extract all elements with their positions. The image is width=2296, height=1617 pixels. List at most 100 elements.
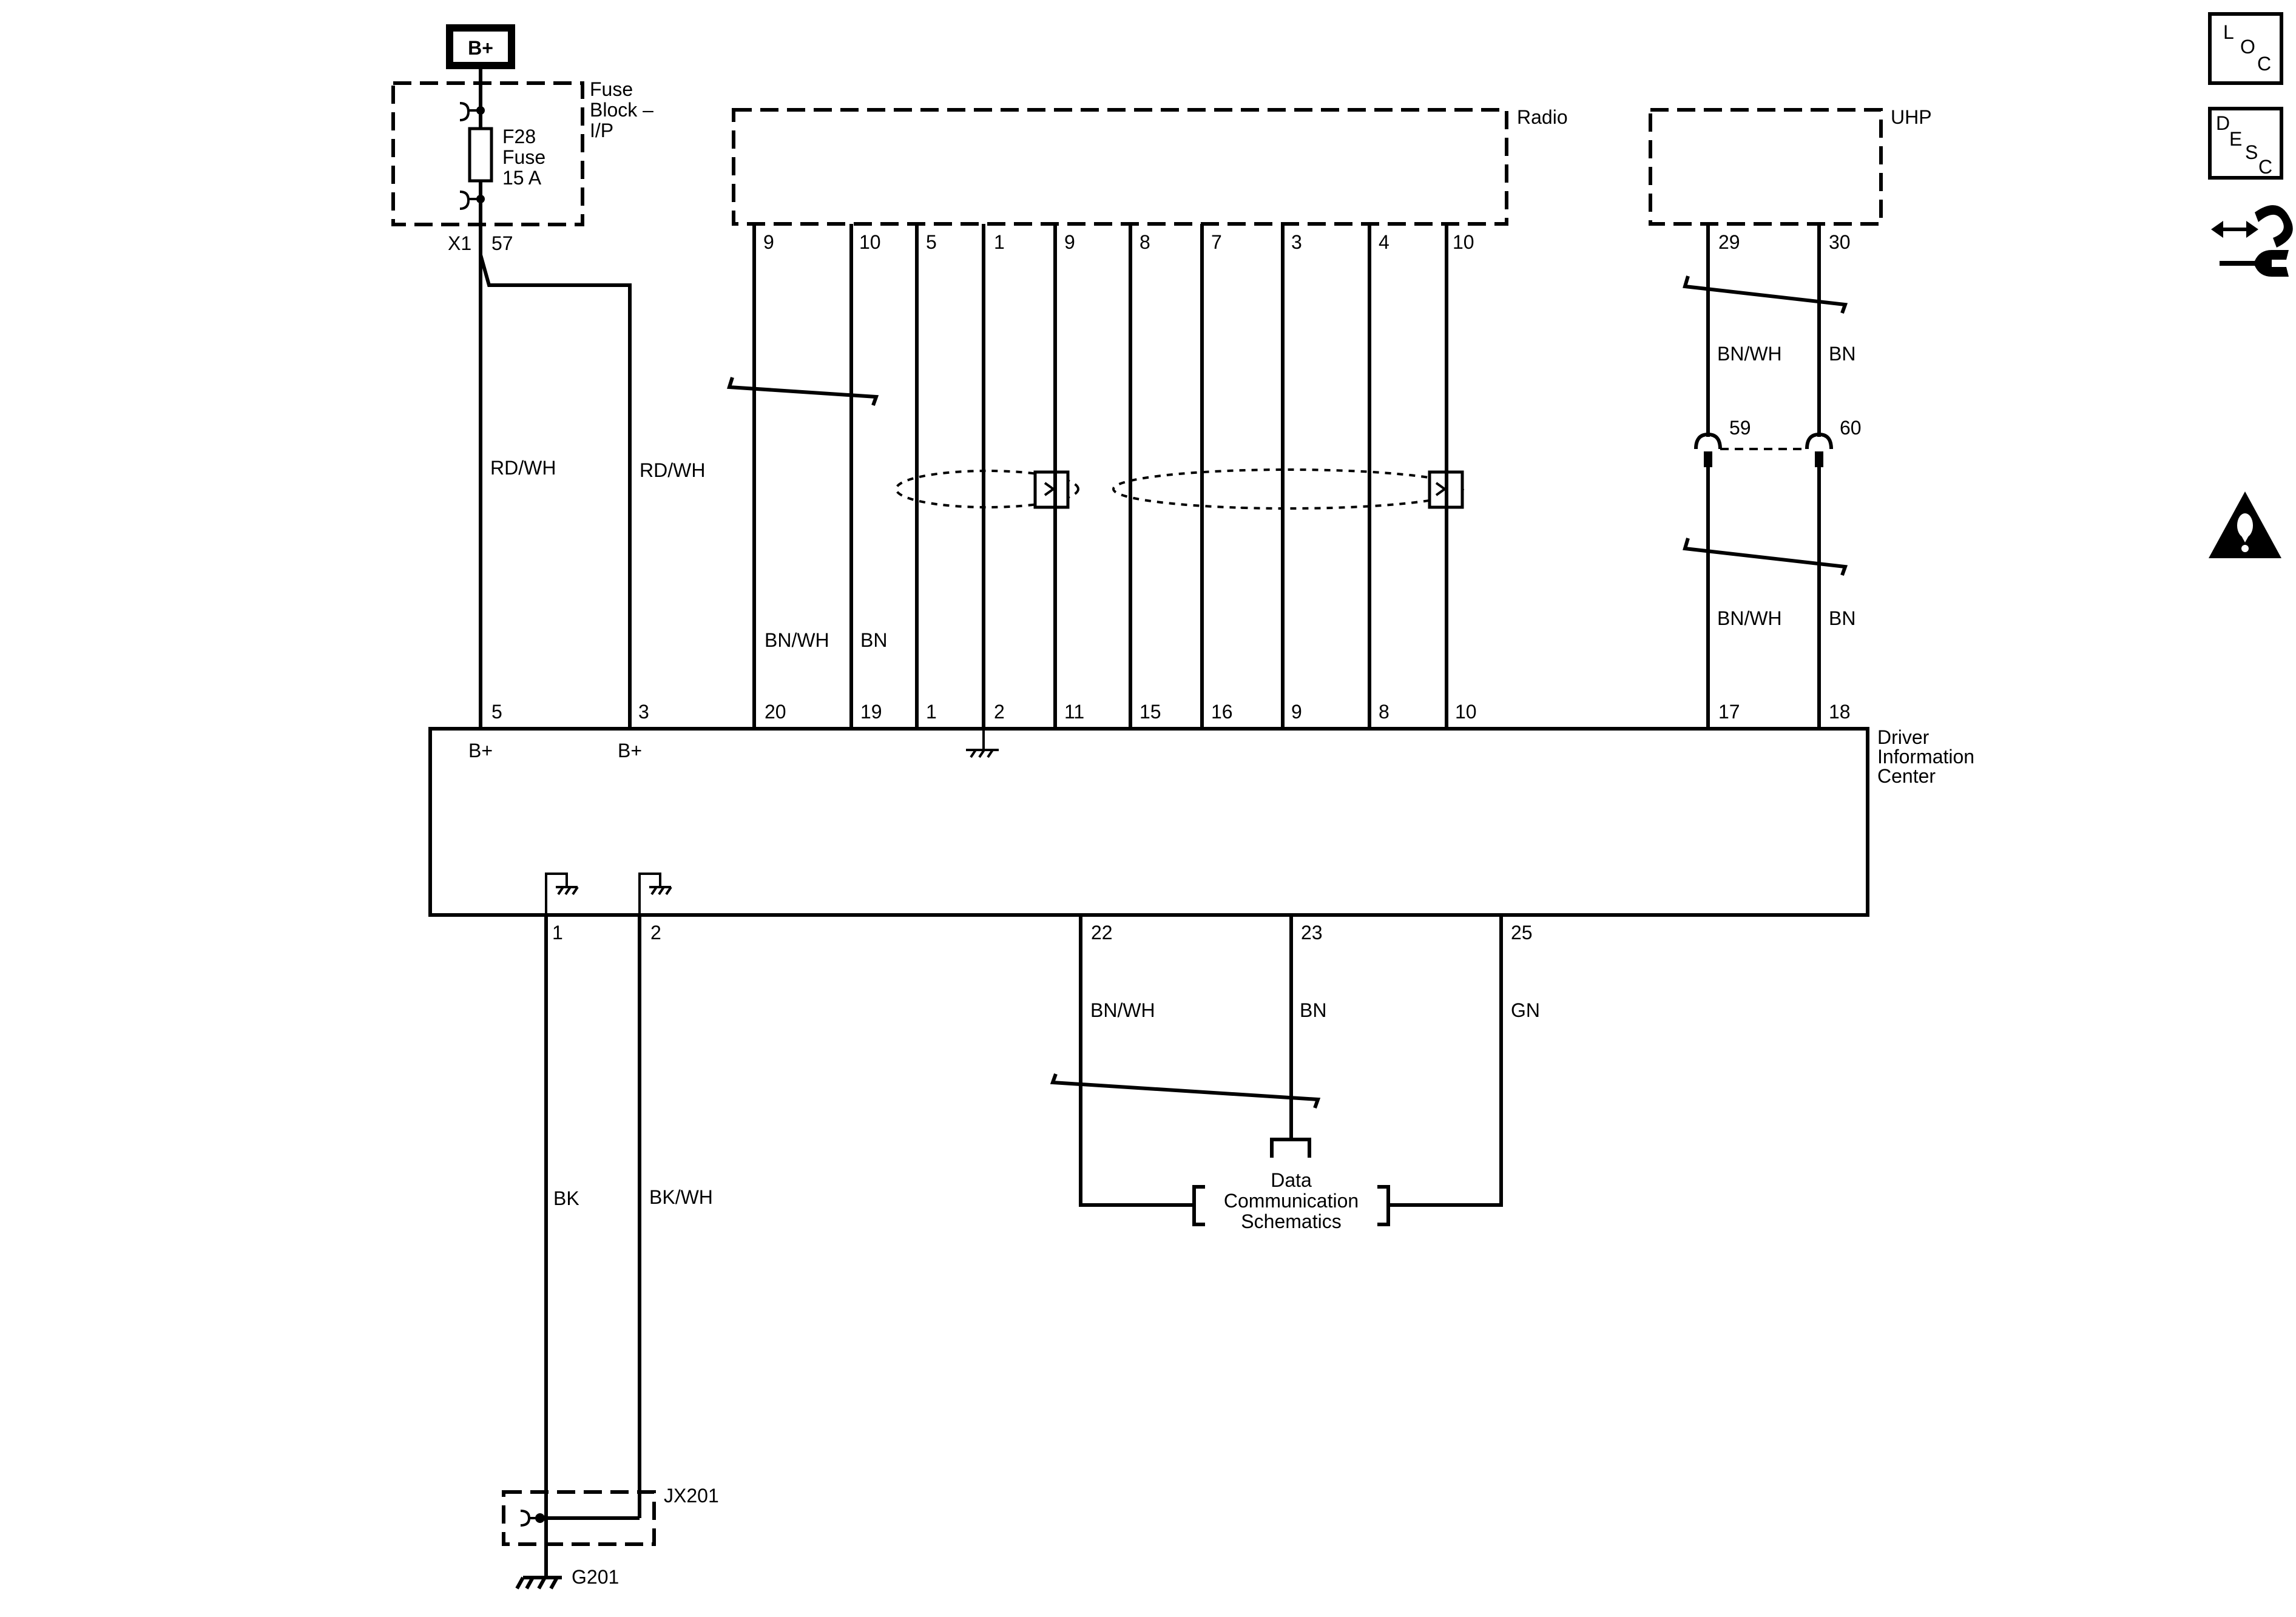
dic-pin: 10 xyxy=(1455,701,1477,723)
uhp-pin: 30 xyxy=(1829,231,1851,253)
radio-pin: 9 xyxy=(763,231,774,253)
radio-pin: 3 xyxy=(1291,231,1302,253)
dic-pin: 1 xyxy=(552,922,563,944)
dic-pin: 9 xyxy=(1291,701,1302,723)
connector-repair-icon[interactable] xyxy=(2211,205,2293,277)
uhp-wire-color-upper-b: BN xyxy=(1829,343,1855,365)
dic-label-line1: Driver xyxy=(1877,726,1930,748)
inline-connector-pin: 60 xyxy=(1840,417,1862,439)
radio-pin: 10 xyxy=(859,231,881,253)
dic-bottom-pin-labels: 1 2 22 23 25 xyxy=(552,922,1533,944)
data-communication-schematics-link[interactable]: Data Communication Schematics xyxy=(1192,1169,1390,1232)
ground-icon xyxy=(966,728,999,758)
fuse-name: F28 xyxy=(502,126,536,147)
fuse-block-connector: X1 xyxy=(448,232,471,254)
desc-icon-letter: S xyxy=(2245,141,2258,163)
dic-pin: 5 xyxy=(491,701,502,723)
ground-wires xyxy=(544,915,641,1578)
wire-color-dc-gn: GN xyxy=(1511,999,1540,1021)
dic-pin: 22 xyxy=(1091,922,1113,944)
splice-label: JX201 xyxy=(664,1485,719,1507)
dic-pin: 19 xyxy=(860,701,882,723)
dic-pin: 8 xyxy=(1379,701,1389,723)
data-comm-wires xyxy=(1050,915,1503,1207)
fuse-block-title-line1: Fuse xyxy=(590,78,633,100)
twisted-pair-mark-radio xyxy=(727,377,879,407)
fuse-rating: 15 A xyxy=(502,167,542,189)
radio-module: Radio xyxy=(732,106,1568,226)
dic-pin: 17 xyxy=(1718,701,1740,723)
uhp-wire-color-lower-a: BN/WH xyxy=(1717,607,1782,629)
fuse-type: Fuse xyxy=(502,146,545,168)
radio-label: Radio xyxy=(1517,106,1568,128)
radio-pin-labels: 9 10 5 1 9 8 7 3 4 10 xyxy=(763,231,1474,253)
radio-pin: 7 xyxy=(1211,231,1222,253)
radio-pin: 10 xyxy=(1453,231,1474,253)
desc-icon-letter: D xyxy=(2216,112,2230,134)
wire-color-rd-wh-b: RD/WH xyxy=(640,459,705,481)
dic-pin: 23 xyxy=(1301,922,1323,944)
dic-pin: 16 xyxy=(1211,701,1233,723)
dic-pin: 2 xyxy=(650,922,661,944)
power-source-label: B+ xyxy=(468,37,493,59)
splice-jx201: JX201 xyxy=(502,1485,719,1546)
ground-icon xyxy=(545,873,579,915)
dic-pin: 15 xyxy=(1140,701,1161,723)
ground-label: G201 xyxy=(572,1566,619,1588)
fuse-block-title-line2: Block – xyxy=(590,99,653,121)
dic-pin: 11 xyxy=(1064,701,1084,723)
dic-pin: 20 xyxy=(765,701,786,723)
dic-label-line3: Center xyxy=(1877,765,1936,787)
wire-color-dc-bn: BN xyxy=(1300,999,1326,1021)
dic-pin: 3 xyxy=(638,701,649,723)
fuse-block-ip: Fuse Block – I/P F28 Fuse 15 A X1 57 xyxy=(391,78,653,254)
uhp-wires xyxy=(1683,224,1848,728)
radio-pin: 4 xyxy=(1379,231,1389,253)
radio-pin: 8 xyxy=(1140,231,1150,253)
wire-color-bk-wh: BK/WH xyxy=(649,1186,713,1208)
radio-pin: 1 xyxy=(994,231,1005,253)
desc-icon[interactable]: D E S C xyxy=(2208,107,2283,180)
data-comm-label-line2: Communication xyxy=(1224,1190,1359,1212)
ground-icon xyxy=(638,873,672,915)
fuse-f28-symbol xyxy=(468,127,493,183)
ground-g201: G201 xyxy=(515,1566,619,1590)
wire-color-dc-bn-wh: BN/WH xyxy=(1090,999,1155,1021)
data-comm-label-line3: Schematics xyxy=(1241,1210,1341,1232)
desc-icon-letter: E xyxy=(2229,128,2242,150)
uhp-pin: 29 xyxy=(1718,231,1740,253)
dic-pin: 25 xyxy=(1511,922,1533,944)
dic-label-line2: Information xyxy=(1877,746,1974,768)
wire-color-bn-radio: BN xyxy=(860,629,887,651)
radio-pin: 9 xyxy=(1064,231,1075,253)
loc-icon-letter: L xyxy=(2223,21,2234,43)
loc-icon-letter: C xyxy=(2257,53,2271,75)
data-comm-label-line1: Data xyxy=(1271,1169,1312,1191)
inline-connector-pin: 59 xyxy=(1729,417,1751,439)
dic-pin: 18 xyxy=(1829,701,1851,723)
wire-color-rd-wh-a: RD/WH xyxy=(490,457,556,479)
radio-wires xyxy=(752,224,1448,728)
dic-top-pin-labels: 5 3 20 19 1 2 11 15 16 9 8 10 17 18 xyxy=(491,701,1851,723)
fuse-block-pin: 57 xyxy=(491,232,513,254)
dic-pin: 1 xyxy=(926,701,937,723)
dic-bplus-a: B+ xyxy=(468,740,493,761)
uhp-label: UHP xyxy=(1891,106,1932,128)
shielded-cable-b xyxy=(1112,468,1464,510)
wire-color-bn-wh-radio: BN/WH xyxy=(765,629,829,651)
inline-connector: 59 60 xyxy=(1694,417,1862,467)
power-source-bplus: B+ xyxy=(446,24,515,69)
driver-information-center: Driver Information Center B+ B+ xyxy=(428,726,1974,917)
fuse-block-title-line3: I/P xyxy=(590,120,613,141)
radio-pin: 5 xyxy=(926,231,937,253)
uhp-module: UHP 29 30 xyxy=(1649,106,1932,253)
uhp-wire-color-upper-a: BN/WH xyxy=(1717,343,1782,365)
dic-bplus-b: B+ xyxy=(618,740,642,761)
shielded-cable-a xyxy=(895,470,1079,509)
wire-color-bk: BK xyxy=(553,1187,579,1209)
warning-icon[interactable] xyxy=(2209,491,2281,558)
loc-icon[interactable]: L O C xyxy=(2208,12,2283,85)
loc-icon-letter: O xyxy=(2240,36,2255,58)
uhp-wire-color-lower-b: BN xyxy=(1829,607,1855,629)
